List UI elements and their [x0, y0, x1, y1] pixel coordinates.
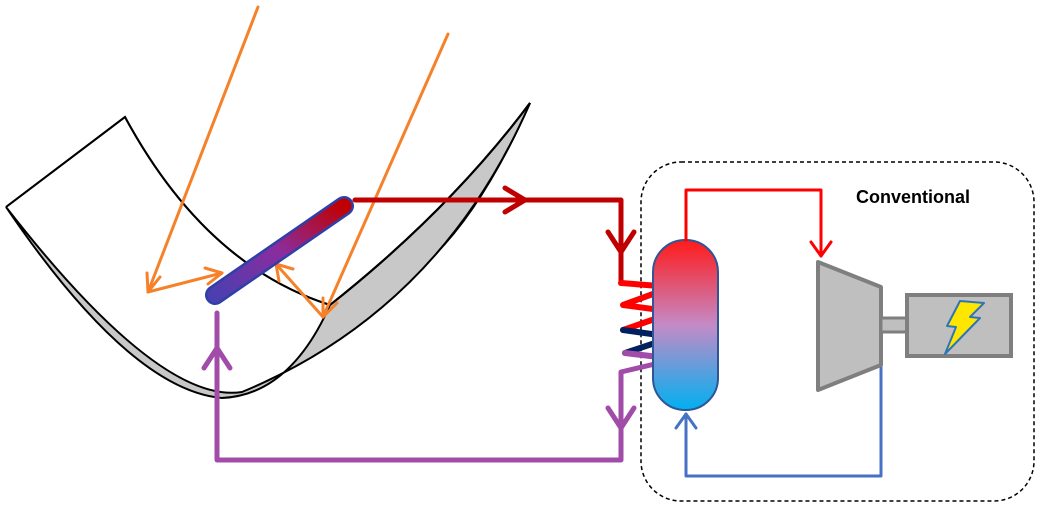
- cold-fluid-arrowhead-up: [201, 345, 233, 371]
- lightning-bolt-icon: [944, 300, 985, 355]
- sun-ray-left: [146, 5, 260, 294]
- hot-fluid-line: [352, 185, 637, 286]
- sun-ray-right: [321, 32, 450, 319]
- hot-fluid-arrowhead-right: [502, 185, 528, 215]
- steam-line: [684, 188, 833, 258]
- steam-generator-tank: [652, 239, 719, 411]
- conventional-block-label: Conventional: [856, 187, 971, 207]
- condensate-line: [674, 363, 883, 478]
- reflected-ray-right: [274, 262, 325, 319]
- cold-fluid-line: [201, 310, 679, 463]
- cold-fluid-arrowhead-down: [605, 405, 637, 431]
- steam-arrowhead-down: [809, 240, 833, 258]
- receiver-tube-fill: [207, 198, 352, 303]
- hot-fluid-arrowhead-down: [605, 229, 637, 255]
- conventional-block-boundary: [640, 161, 1035, 502]
- turbine-shaft: [879, 316, 910, 334]
- reflected-ray-left: [146, 271, 224, 294]
- condensate-arrowhead-up: [674, 412, 698, 430]
- reflected-ray-left-head: [203, 266, 224, 286]
- turbine: [816, 260, 883, 392]
